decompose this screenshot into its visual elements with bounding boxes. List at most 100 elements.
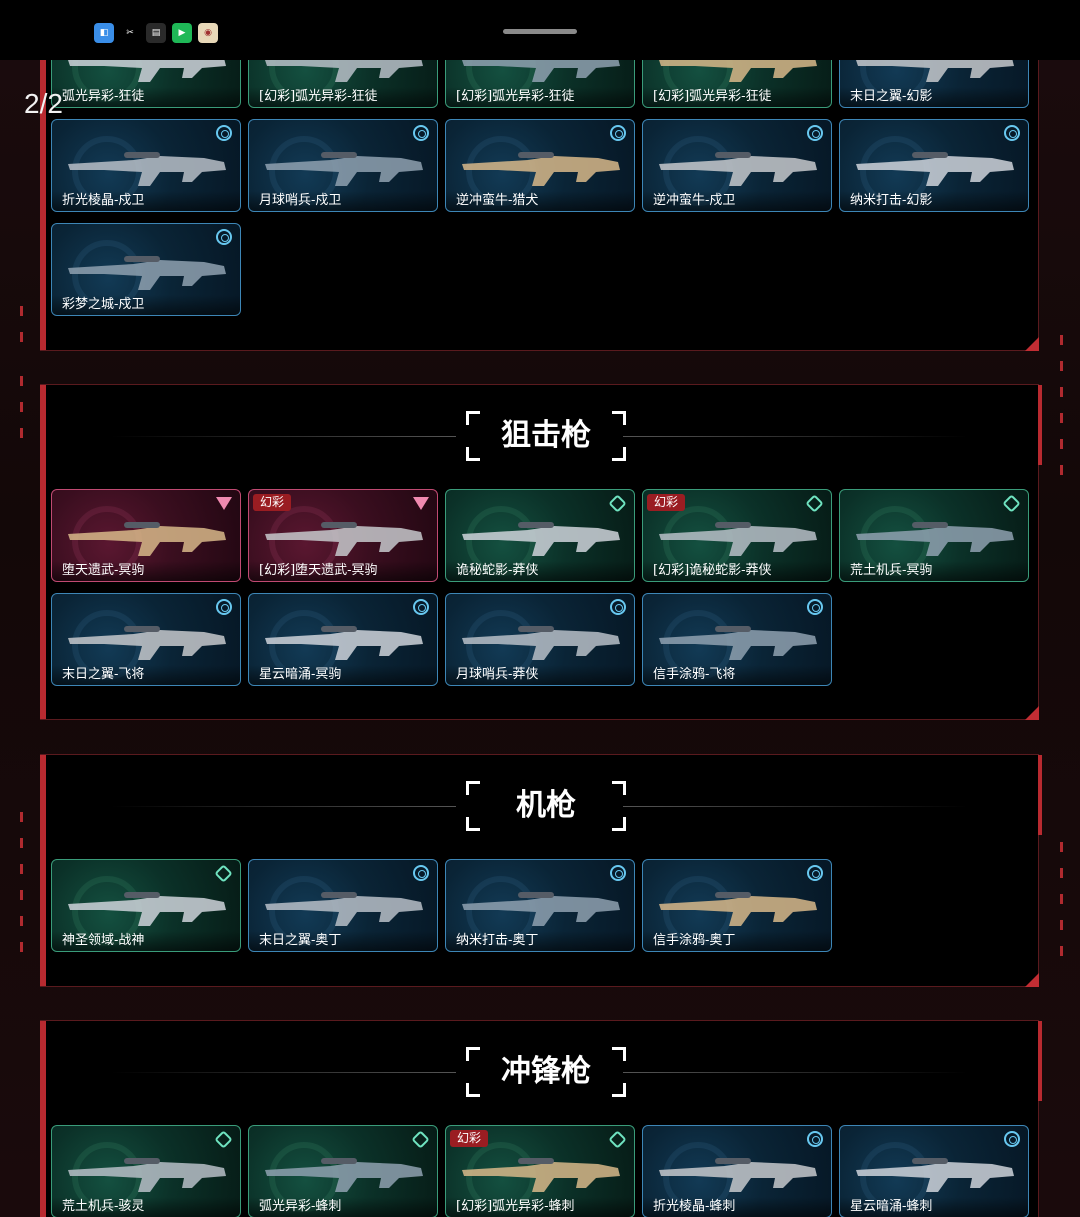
skin-card[interactable]: 幻彩[幻彩]堕天遗武-冥驹 — [248, 489, 438, 582]
section-header: 机枪 — [41, 781, 1038, 831]
rarity-circle-icon — [807, 599, 823, 615]
skin-card-label: 荒土机兵-骇灵 — [52, 1197, 240, 1217]
divider-line — [111, 436, 456, 437]
right-side-dots — [1060, 335, 1063, 491]
rarity-circle-icon — [216, 229, 232, 245]
section-accent-bar-right — [1038, 755, 1042, 835]
skin-card[interactable]: 折光棱晶-蜂刺 — [642, 1125, 832, 1217]
skin-card[interactable]: 堕天遗武-冥驹 — [51, 489, 241, 582]
divider-line — [111, 1072, 456, 1073]
divider-line — [111, 806, 456, 807]
section-accent-bar — [40, 40, 46, 350]
skin-card-label: 折光棱晶-蜂刺 — [643, 1197, 831, 1217]
variant-badge: 幻彩 — [647, 494, 686, 511]
skin-card-label: 星云暗涌-冥驹 — [249, 665, 437, 685]
section-header: 狙击枪 — [41, 411, 1038, 461]
rarity-hex-icon — [214, 864, 233, 883]
skin-card[interactable]: 信手涂鸦-奥丁 — [642, 859, 832, 952]
rarity-hex-icon — [214, 1130, 233, 1149]
skin-card[interactable]: 弧光异彩-蜂刺 — [248, 1125, 438, 1217]
skin-card[interactable]: 星云暗涌-蜂刺 — [839, 1125, 1029, 1217]
skin-card-label: 诡秘蛇影-莽侠 — [446, 561, 634, 581]
rarity-hex-icon — [608, 1130, 627, 1149]
section-corner — [1025, 973, 1039, 987]
rarity-triangle-icon — [216, 497, 232, 510]
skin-card[interactable]: 星云暗涌-冥驹 — [248, 593, 438, 686]
skin-card[interactable]: 折光棱晶-戍卫 — [51, 119, 241, 212]
skin-card-label: 纳米打击-幻影 — [840, 191, 1028, 211]
skin-card[interactable]: 纳米打击-幻影 — [839, 119, 1029, 212]
weapon-image — [68, 522, 226, 556]
section-accent-bar — [40, 385, 46, 719]
rarity-hex-icon — [411, 1130, 430, 1149]
section-title-text: 狙击枪 — [501, 418, 591, 453]
divider-line — [623, 436, 968, 437]
weapon-image — [856, 1158, 1014, 1192]
skin-card[interactable]: 逆冲蛮牛-猎犬 — [445, 119, 635, 212]
skin-card[interactable]: 荒土机兵-冥驹 — [839, 489, 1029, 582]
section-corner — [1025, 706, 1039, 720]
skin-card[interactable]: 彩梦之城-戍卫 — [51, 223, 241, 316]
rarity-hex-icon — [805, 494, 824, 513]
bracket — [612, 1083, 626, 1097]
skin-card-label: 堕天遗武-冥驹 — [52, 561, 240, 581]
divider-line — [623, 806, 968, 807]
skin-card[interactable]: 末日之翼-奥丁 — [248, 859, 438, 952]
rarity-hex-icon — [608, 494, 627, 513]
skin-card[interactable]: 月球哨兵-莽侠 — [445, 593, 635, 686]
app-icon-1: ◧ — [94, 23, 114, 43]
rarity-circle-icon — [610, 599, 626, 615]
section-corner — [1025, 337, 1039, 351]
left-side-dots — [20, 306, 23, 358]
bracket — [612, 817, 626, 831]
weapon-image — [462, 522, 620, 556]
section-accent-bar — [40, 1021, 46, 1217]
weapon-image — [462, 1158, 620, 1192]
skin-card[interactable]: 幻彩[幻彩]弧光异彩-蜂刺 — [445, 1125, 635, 1217]
skin-card[interactable]: 月球哨兵-戍卫 — [248, 119, 438, 212]
weapon-image — [659, 1158, 817, 1192]
skin-card[interactable]: 幻彩 [幻彩]诡秘蛇影-莽侠 — [642, 489, 832, 582]
bracket — [612, 447, 626, 461]
weapon-image — [659, 522, 817, 556]
skin-card[interactable]: 荒土机兵-骇灵 — [51, 1125, 241, 1217]
divider-line — [623, 1072, 968, 1073]
section-accent-bar-right — [1038, 385, 1042, 465]
rarity-circle-icon — [1004, 125, 1020, 141]
weapon-image — [462, 626, 620, 660]
bracket — [466, 411, 480, 425]
rarity-circle-icon — [610, 865, 626, 881]
weapon-image — [68, 152, 226, 186]
bracket — [612, 781, 626, 795]
skin-card-label: [幻彩]弧光异彩-狂徒 — [643, 87, 831, 107]
skin-card-label: [幻彩]诡秘蛇影-莽侠 — [643, 561, 831, 581]
rarity-triangle-icon — [413, 497, 429, 510]
left-side-dots — [20, 376, 23, 454]
section-title-text: 机枪 — [516, 788, 576, 823]
section-title: 机枪 — [466, 781, 626, 831]
skin-card[interactable]: 纳米打击-奥丁 — [445, 859, 635, 952]
status-bar: ◧ ✂ ▤ ▶ ◉ — [0, 0, 1080, 60]
skin-card-label: [幻彩]弧光异彩-狂徒 — [446, 87, 634, 107]
bracket — [466, 781, 480, 795]
rarity-circle-icon — [216, 125, 232, 141]
section-header: 冲锋枪 — [41, 1047, 1038, 1097]
skin-card-label: [幻彩]堕天遗武-冥驹 — [249, 561, 437, 581]
weapon-image — [68, 1158, 226, 1192]
skin-card[interactable]: 诡秘蛇影-莽侠 — [445, 489, 635, 582]
bracket — [466, 1083, 480, 1097]
skin-card[interactable]: 末日之翼-飞将 — [51, 593, 241, 686]
status-bar-app-icons: ◧ ✂ ▤ ▶ ◉ — [94, 23, 218, 43]
skin-card-label: 信手涂鸦-飞将 — [643, 665, 831, 685]
drag-handle[interactable] — [503, 29, 577, 34]
weapon-image — [856, 522, 1014, 556]
skin-card[interactable]: 信手涂鸦-飞将 — [642, 593, 832, 686]
skin-card[interactable]: 逆冲蛮牛-戍卫 — [642, 119, 832, 212]
skin-card-label: 逆冲蛮牛-戍卫 — [643, 191, 831, 211]
skin-card-label: 信手涂鸦-奥丁 — [643, 931, 831, 951]
weapon-image — [659, 892, 817, 926]
rarity-circle-icon — [610, 125, 626, 141]
skin-card-label: 末日之翼-飞将 — [52, 665, 240, 685]
rarity-circle-icon — [1004, 1131, 1020, 1147]
skin-card[interactable]: 神圣领域-战神 — [51, 859, 241, 952]
